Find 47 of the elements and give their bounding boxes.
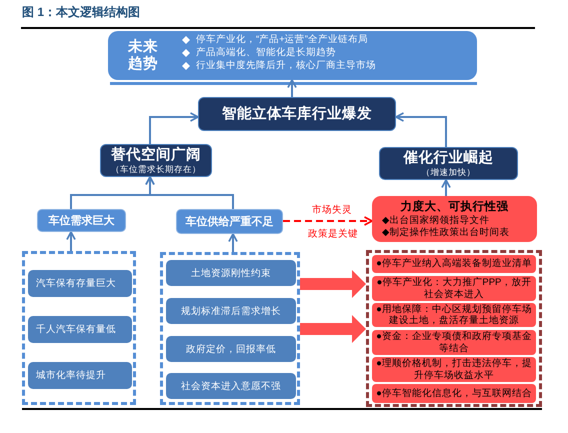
box-subtitle: （增速加快） bbox=[422, 166, 476, 178]
heading-box: 智能立体车库行业爆发 bbox=[198, 97, 396, 131]
policy-title: 力度大、可执行性强 bbox=[400, 200, 508, 215]
note-text: 政策是关键 bbox=[307, 228, 359, 240]
measure-box: ●停车产业化：大力推广PPP，放开社会资本进入 bbox=[372, 276, 536, 301]
connector-arrow bbox=[66, 231, 76, 251]
measure-box: ●停车产业纳入高端装备制造业清单 bbox=[372, 255, 536, 273]
bullet-text: 停车产业化，“产品+运营”全产业链布局 bbox=[196, 34, 368, 46]
factor-box: 土地资源刚性约束 bbox=[166, 260, 296, 286]
dashed-frame bbox=[366, 250, 542, 407]
measure-box: ●停车智能化信息化，与互联网结合 bbox=[372, 384, 536, 403]
factor-box: 城市化率待提升 bbox=[28, 362, 132, 389]
factor-box: 规划标准滞后需求增长 bbox=[166, 298, 296, 324]
measure-box: ●理顺价格机制，打击违法停车，提升停车场收益水平 bbox=[372, 357, 536, 382]
factor-box: 社会资本进入意愿不强 bbox=[166, 373, 296, 399]
trend-box bbox=[108, 31, 477, 80]
measure-box: ●用地保障：中心区规划预留停车场建设土地，盘活存量土地资源 bbox=[372, 303, 536, 327]
figure-title: 图 1：本文逻辑结构图 bbox=[22, 5, 140, 20]
connector-arrow bbox=[149, 112, 199, 144]
block-arrow bbox=[300, 315, 366, 343]
trend-heading: 未来趋势 bbox=[128, 39, 159, 73]
factor-box: 政府定价，回报率低 bbox=[166, 336, 296, 362]
box-subtitle: （车位需求长期存在） bbox=[111, 164, 201, 174]
connector-arrow bbox=[441, 179, 451, 196]
connector-arrow bbox=[287, 79, 297, 97]
bullet-text: 行业集中度先降后升，核心厂商主导市场 bbox=[196, 60, 376, 72]
category-box: 车位需求巨大 bbox=[37, 209, 126, 232]
factor-box: 千人汽车保有量低 bbox=[28, 316, 132, 343]
bullet-text: ◆出台国家纲领指导文件 bbox=[382, 215, 490, 226]
connector-arrow bbox=[395, 112, 447, 147]
block-arrow bbox=[300, 270, 366, 298]
connector-arrow bbox=[228, 233, 238, 252]
heading-box bbox=[100, 144, 212, 177]
box-title: 替代空间广阔 bbox=[111, 146, 201, 164]
dashed-arrow bbox=[283, 216, 373, 226]
factor-box: 汽车保有存量巨大 bbox=[28, 270, 132, 297]
heading-box bbox=[379, 147, 518, 180]
dashed-frame bbox=[22, 251, 136, 405]
dashed-frame bbox=[160, 252, 300, 405]
category-box: 车位供给严重不足 bbox=[176, 209, 283, 234]
bullet-text: ◆制定操作性政策出台时间表 bbox=[382, 226, 510, 238]
edge-label: 市场失灵 bbox=[311, 204, 353, 216]
connector-arrow bbox=[145, 176, 234, 209]
policy-box bbox=[372, 196, 537, 242]
measure-box: ●资金：企业专项债和政府专项基金等结合 bbox=[372, 330, 536, 355]
box-title: 催化行业崛起 bbox=[404, 150, 494, 166]
bullet-text: 产品高端化、智能化是长期趋势 bbox=[196, 47, 336, 59]
